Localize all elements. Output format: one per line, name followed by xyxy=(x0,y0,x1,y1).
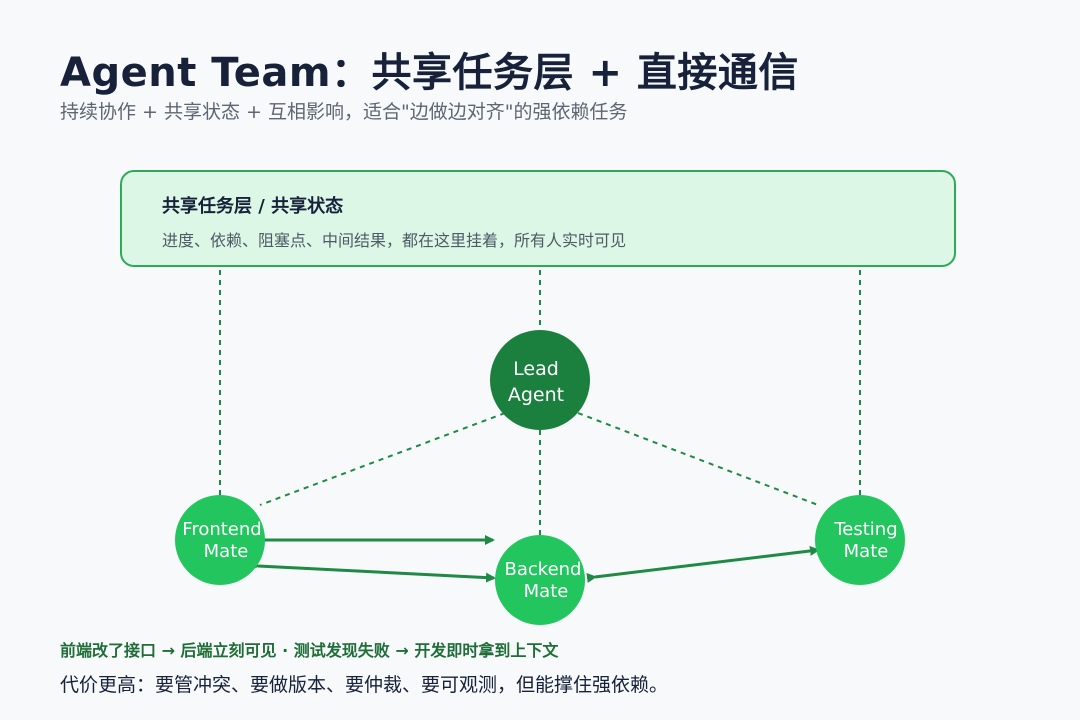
svg-text:Backend: Backend xyxy=(505,559,582,580)
svg-text:Frontend: Frontend xyxy=(182,519,261,540)
flow-note: 前端改了接口 → 后端立刻可见 · 测试发现失败 → 开发即时拿到上下文 xyxy=(60,641,559,660)
lead-testing-connector xyxy=(577,412,819,506)
frontend-mate-node: Frontend Mate xyxy=(175,495,265,585)
backend-testing-arrow xyxy=(586,545,820,583)
shared-layer-title: 共享任务层 / 共享状态 xyxy=(162,196,344,217)
svg-text:Mate: Mate xyxy=(524,581,569,602)
svg-text:Mate: Mate xyxy=(844,541,889,562)
shared-task-layer-box: 共享任务层 / 共享状态 进度、依赖、阻塞点、中间结果，都在这里挂着，所有人实时… xyxy=(120,170,956,267)
backend-mate-node: Backend Mate xyxy=(495,535,585,625)
lead-agent-node: Lead Agent xyxy=(490,330,590,430)
svg-text:Agent: Agent xyxy=(508,384,564,406)
svg-text:Mate: Mate xyxy=(204,541,249,562)
backend-frontend-arrow xyxy=(249,560,496,583)
svg-text:Testing: Testing xyxy=(833,519,897,540)
page-subtitle: 持续协作 + 共享状态 + 互相影响，适合"边做边对齐"的强依赖任务 xyxy=(60,101,628,123)
testing-mate-node: Testing Mate xyxy=(815,495,905,585)
svg-text:Lead: Lead xyxy=(513,358,559,380)
page-title: Agent Team：共享任务层 + 直接通信 xyxy=(60,50,799,96)
cost-note: 代价更高：要管冲突、要做版本、要仲裁、要可观测，但能撑住强依赖。 xyxy=(60,674,669,696)
lead-frontend-connector xyxy=(259,412,506,506)
shared-layer-description: 进度、依赖、阻塞点、中间结果，都在这里挂着，所有人实时可见 xyxy=(162,231,627,250)
